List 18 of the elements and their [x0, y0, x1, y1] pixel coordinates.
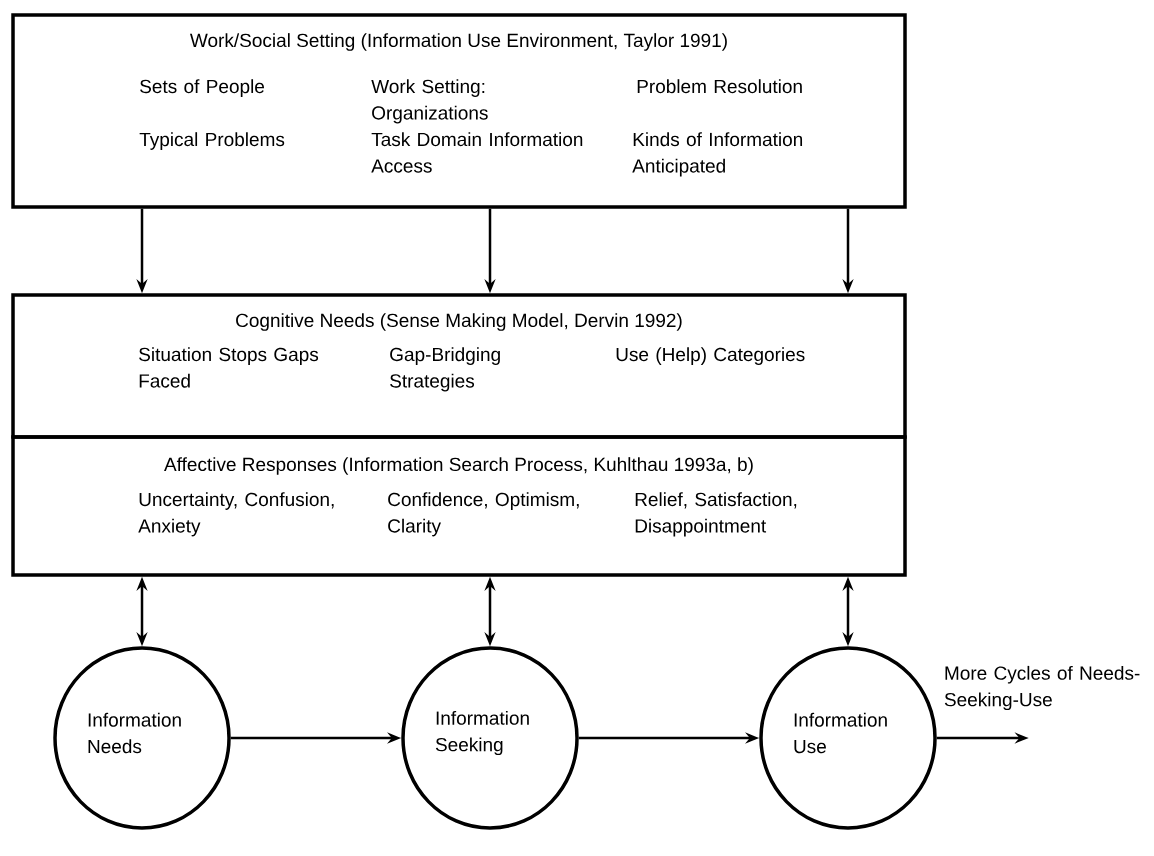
box-title: Cognitive Needs (Sense Making Model, Dervin 1992) [236, 313, 682, 331]
item-text: Task Domain Information Access [371, 132, 583, 173]
box-title: Work/Social Setting (Information Use Environment, Taylor 1991) [190, 33, 727, 51]
item-text: Work Setting: Organizations [371, 79, 488, 124]
item-text: Problem Resolution [637, 79, 802, 94]
item-text: Uncertainty, Confusion, Anxiety [138, 492, 334, 537]
section-box [11, 13, 907, 209]
item-text: Gap-Bridging Strategies [390, 347, 500, 392]
item-text: Sets of People [140, 79, 265, 97]
item-text: Situation Stops Gaps Faced [139, 347, 319, 388]
edge-label: More Cycles of Needs-Seeking-Use [944, 665, 1140, 711]
box-title: Affective Responses (Information Search Process, Kuhlthau 1993a, b) [164, 457, 753, 475]
item-text: Relief, Satisfaction, Disappointment [635, 492, 797, 537]
item-text: Typical Problems [139, 132, 285, 150]
item-text: Kinds of Information Anticipated [632, 132, 803, 177]
section-box [11, 435, 907, 577]
item-text: Confidence, Optimism, Clarity [388, 492, 579, 537]
item-text: Use (Help) Categories [616, 347, 805, 365]
